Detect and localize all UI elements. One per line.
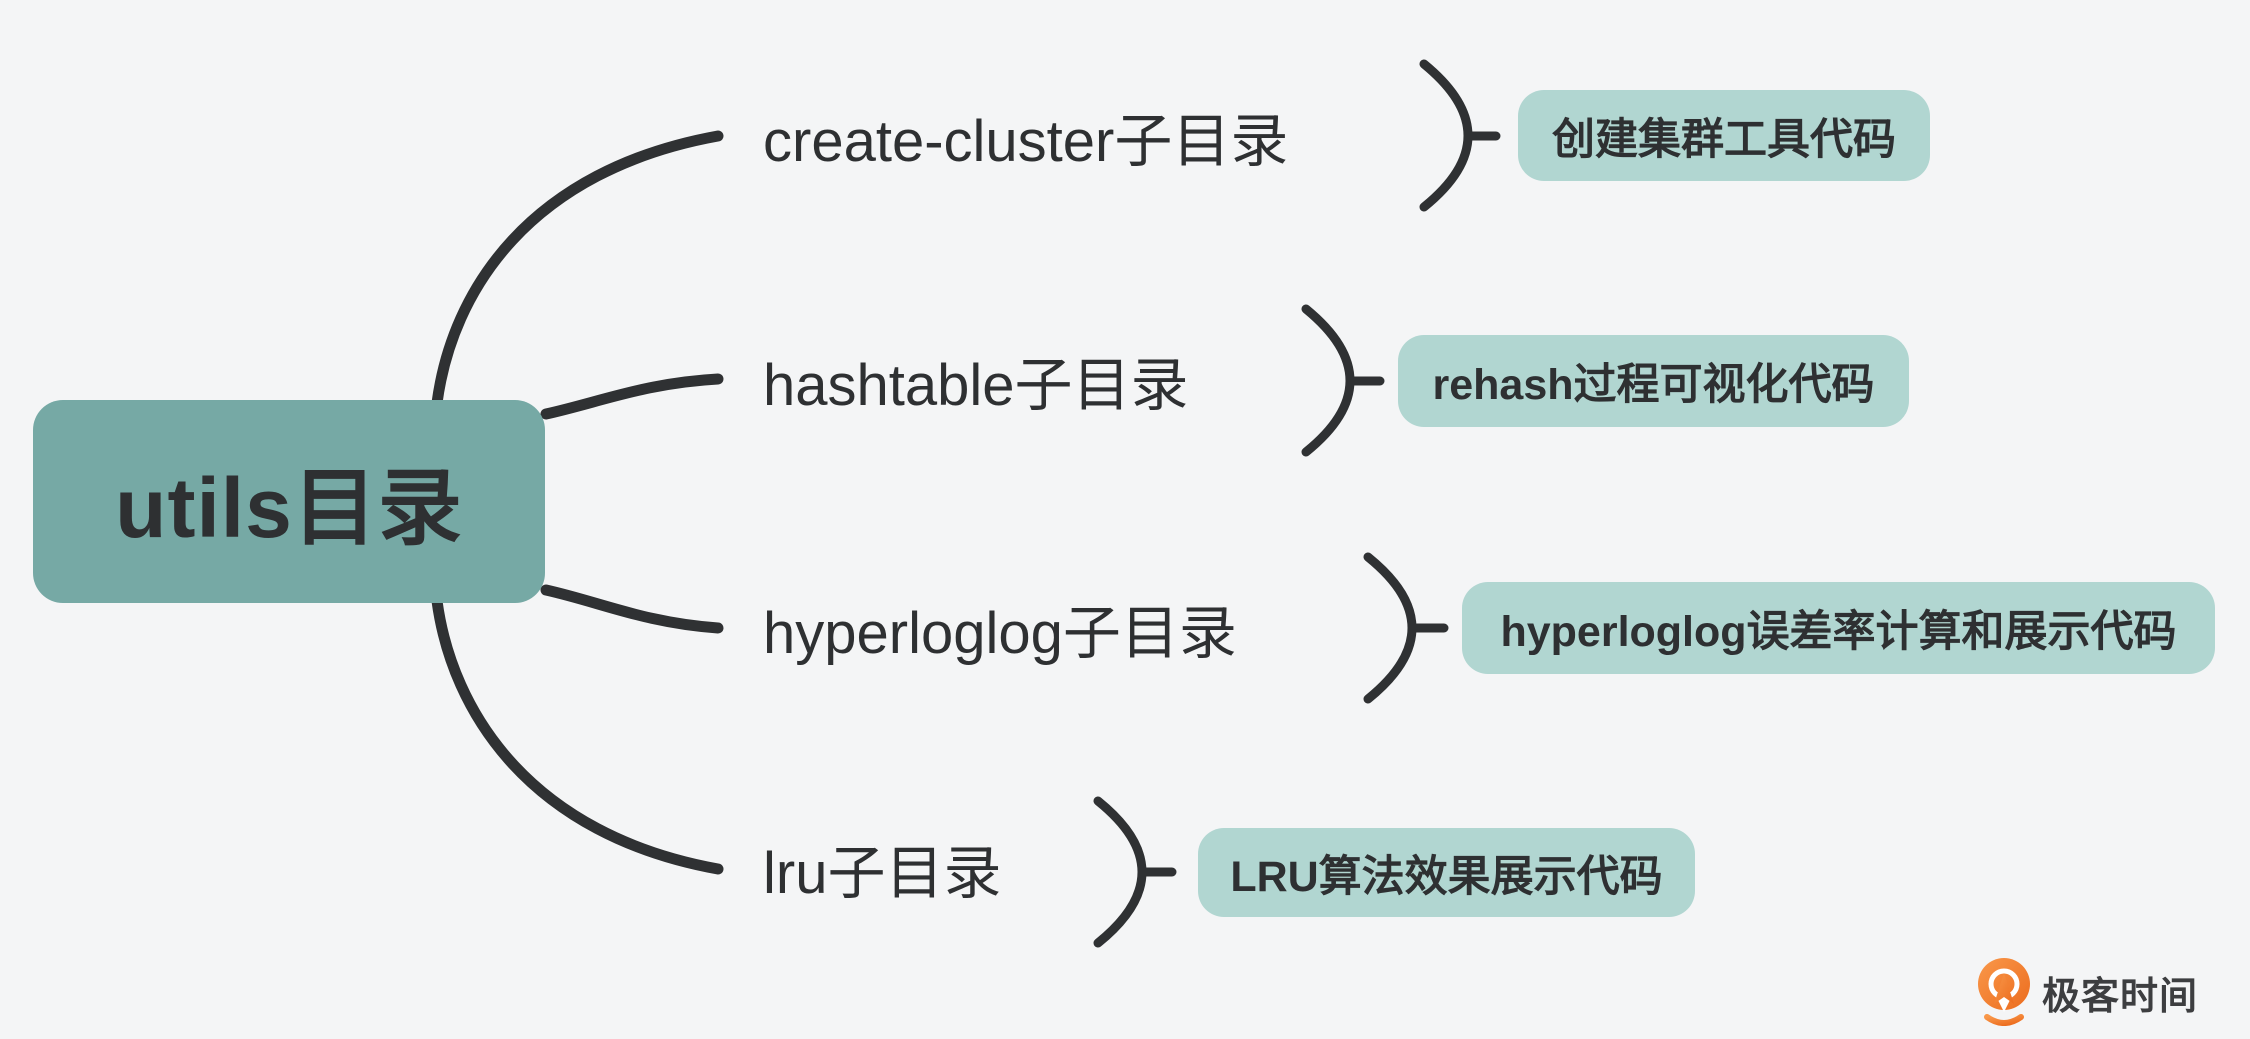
brace-1 [1419, 59, 1501, 212]
brace-3 [1363, 552, 1449, 704]
leaf-create-cluster-desc[interactable]: 创建集群工具代码 [1518, 90, 1930, 181]
branch-curve-2 [540, 373, 724, 420]
root-node-utils[interactable]: utils目录 [33, 400, 545, 603]
brace-2 [1301, 304, 1385, 457]
branch-lru[interactable]: lru子目录 [763, 841, 1002, 906]
branch-curve-4 [431, 595, 724, 875]
leaf-lru-desc[interactable]: LRU算法效果展示代码 [1198, 828, 1695, 917]
branch-create-cluster[interactable]: create-cluster子目录 [763, 109, 1289, 174]
branch-curve-1 [431, 130, 724, 409]
brand-name: 极客时间 [2042, 975, 2199, 1018]
leaf-hashtable-desc[interactable]: rehash过程可视化代码 [1398, 335, 1909, 427]
branch-curve-3 [540, 584, 724, 634]
geektime-logo-icon [1978, 958, 2030, 1026]
branch-hashtable[interactable]: hashtable子目录 [763, 353, 1189, 418]
root-node-label: utils目录 [115, 461, 463, 555]
brand-watermark: 极客时间 [1978, 958, 2198, 1026]
brace-4 [1093, 796, 1177, 948]
leaf-hyperloglog-desc[interactable]: hyperloglog误差率计算和展示代码 [1462, 582, 2215, 674]
branch-hyperloglog[interactable]: hyperloglog子目录 [763, 601, 1237, 666]
